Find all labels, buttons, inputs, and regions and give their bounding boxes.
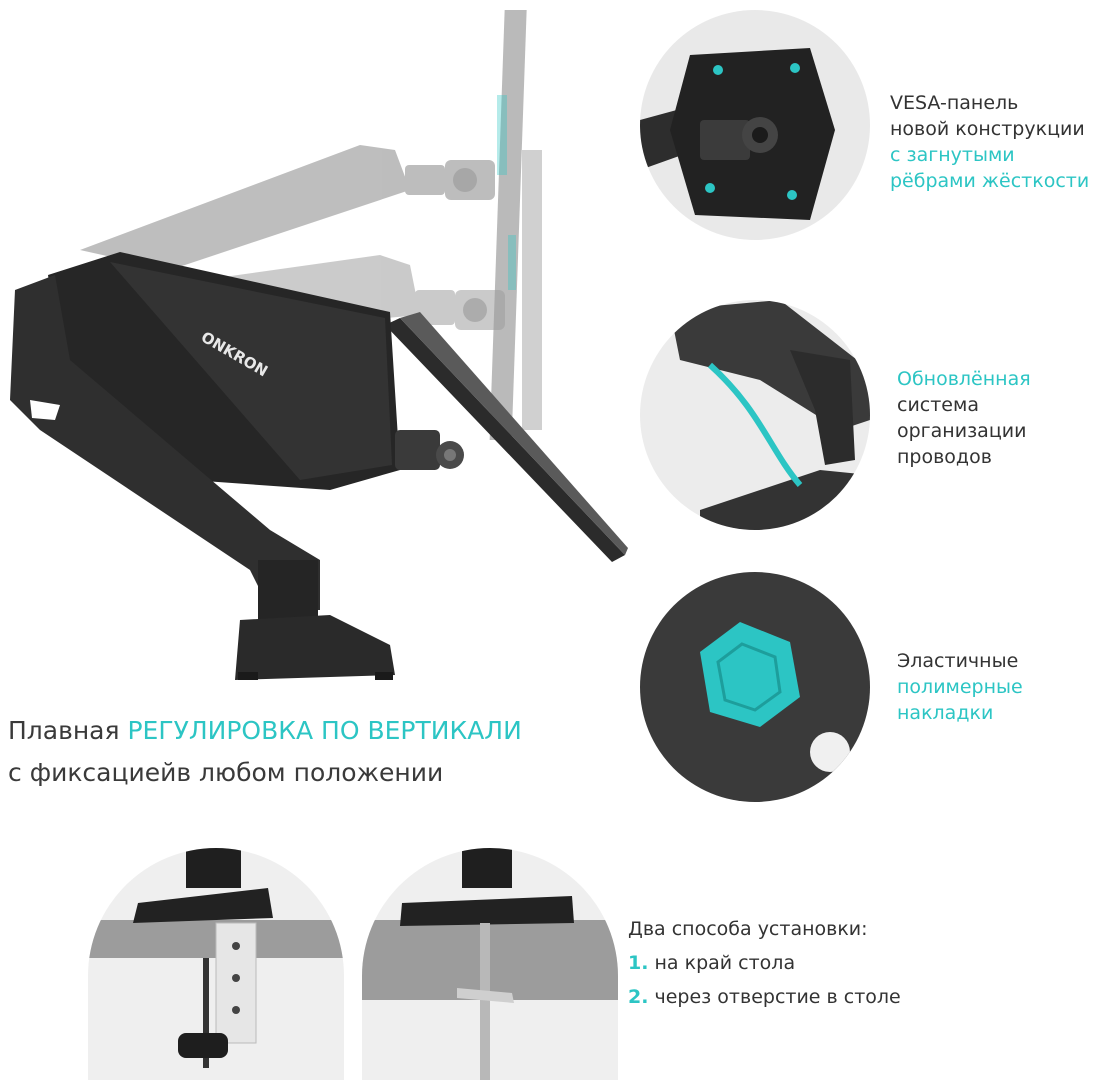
cable-management-closeup <box>640 300 870 530</box>
feature-pad-text: Эластичные полимерные накладки <box>897 650 1023 724</box>
edge-clamp-closeup <box>88 848 344 1080</box>
feature-vesa-text: VESA-панель новой конструкции с загнутым… <box>890 92 1090 192</box>
feature-cable-text: Обновлённая система организации проводов <box>897 368 1031 468</box>
rubber-pad-closeup <box>640 572 870 802</box>
monitor-arm-illustration: ONKRON <box>10 10 628 680</box>
grommet-mount-closeup <box>362 848 618 1080</box>
headline-highlight: РЕГУЛИРОВКА ПО ВЕРТИКАЛИ <box>127 716 522 745</box>
headline-prefix: Плавная <box>8 716 128 745</box>
install-option-1: 1. на край стола <box>628 952 796 974</box>
headline-line2: с фиксациейв любом положении <box>8 758 444 787</box>
headline: Плавная РЕГУЛИРОВКА ПО ВЕРТИКАЛИ с фикса… <box>8 710 522 794</box>
vesa-plate-closeup <box>640 10 870 240</box>
install-option-2: 2. через отверстие в столе <box>628 986 901 1008</box>
install-title: Два способа установки: <box>628 918 868 940</box>
install-options: Два способа установки: 1. на край стола … <box>628 912 901 1014</box>
